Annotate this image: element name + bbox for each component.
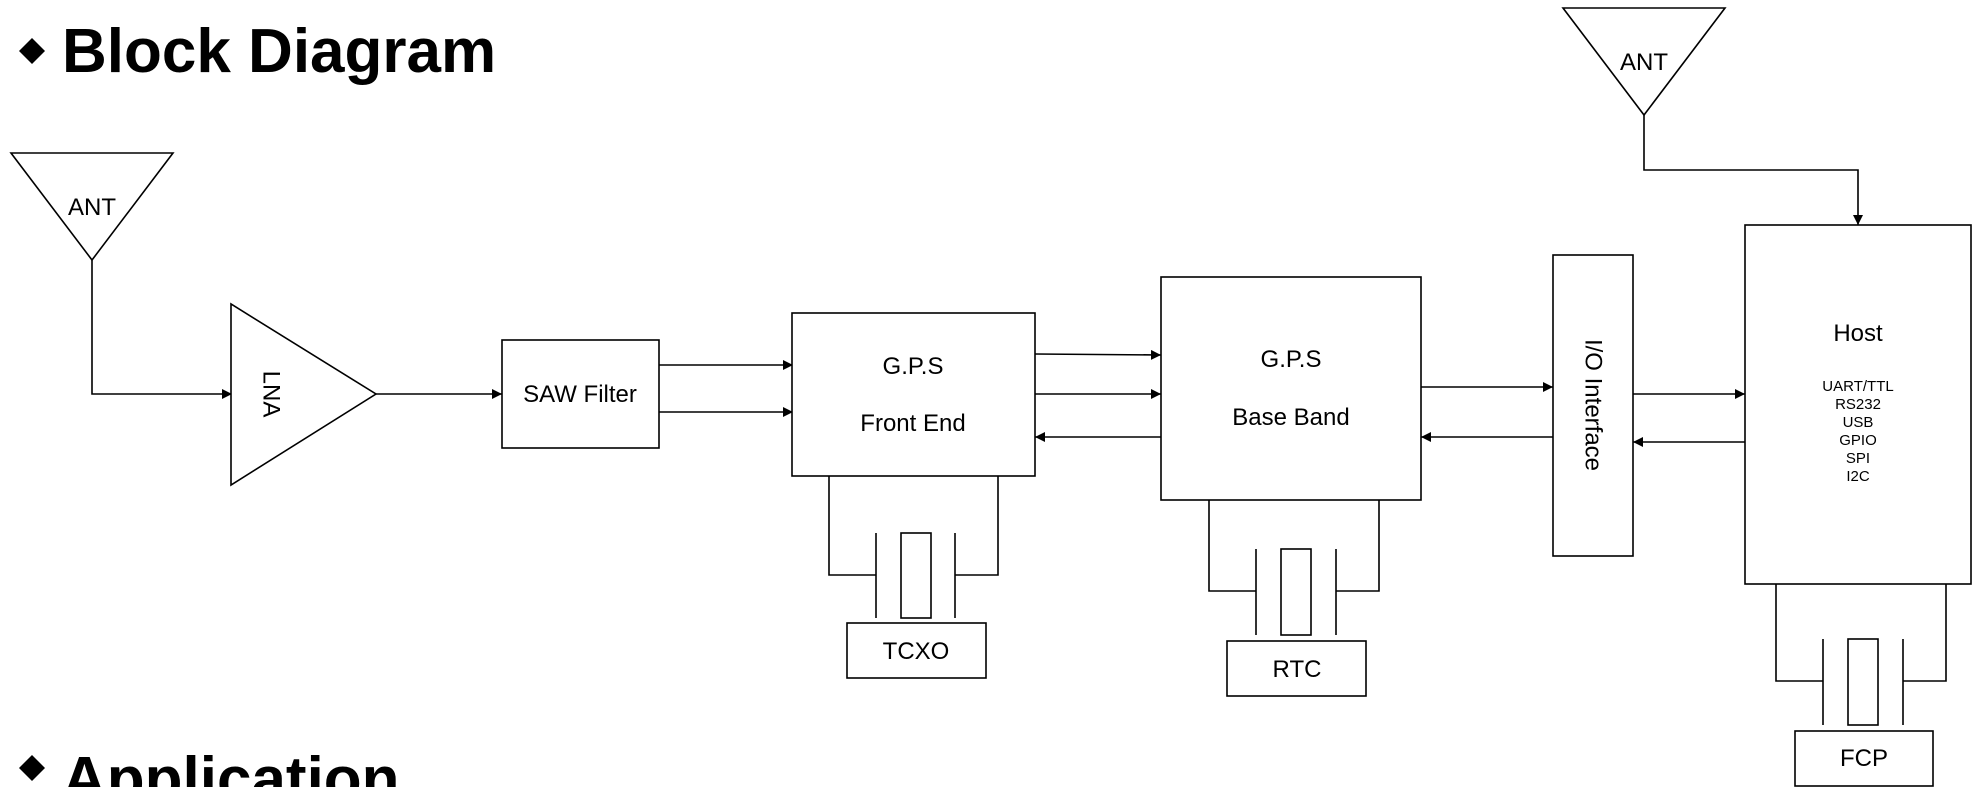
tcxo-label: TCXO bbox=[883, 638, 950, 665]
tcxo-wire-left bbox=[828, 476, 876, 576]
saw-filter-block: SAW Filter bbox=[501, 339, 660, 449]
host-block: Host UART/TTL RS232 USB GPIO SPI I2C bbox=[1744, 224, 1972, 585]
gps-base-band-box bbox=[1160, 276, 1422, 501]
application-heading: Application bbox=[19, 745, 400, 787]
host-box bbox=[1744, 224, 1972, 585]
antenna-left: ANT bbox=[9, 152, 175, 262]
host-interface-list: UART/TTL RS232 USB GPIO SPI I2C bbox=[1822, 378, 1893, 485]
antenna-left-icon bbox=[9, 152, 175, 262]
gps-front-end-line2: Front End bbox=[860, 410, 965, 437]
application-title: Application bbox=[62, 745, 400, 787]
saw-filter-box bbox=[501, 339, 660, 449]
gps-front-end-block: G.P.S Front End bbox=[791, 312, 1036, 477]
crystal-icon bbox=[900, 532, 932, 619]
crystal-icon bbox=[1280, 548, 1312, 636]
wire-ant-to-host bbox=[1643, 115, 1863, 225]
fcp-box bbox=[1794, 730, 1934, 787]
tcxo-wire-right bbox=[955, 476, 999, 576]
io-interface-label: I/O Interface bbox=[1580, 339, 1607, 471]
host-interface-item: USB bbox=[1843, 414, 1874, 431]
rtc-wire-right bbox=[1336, 500, 1380, 592]
rtc-box bbox=[1226, 640, 1367, 697]
tcxo-crystal: TCXO bbox=[828, 476, 999, 679]
saw-filter-label: SAW Filter bbox=[523, 381, 637, 408]
crystal-icon bbox=[1847, 638, 1879, 726]
rtc-wire-left bbox=[1208, 500, 1256, 592]
host-interface-item: SPI bbox=[1846, 450, 1870, 467]
wire-ant-to-lna bbox=[91, 260, 232, 399]
fcp-crystal: FCP bbox=[1775, 584, 1947, 787]
tcxo-box bbox=[846, 622, 987, 679]
bullet-diamond-icon bbox=[19, 38, 45, 64]
host-interface-item: RS232 bbox=[1835, 396, 1881, 413]
amplifier-triangle-icon bbox=[230, 302, 378, 487]
lna-amplifier: LNA bbox=[230, 302, 378, 487]
gps-base-band-line2: Base Band bbox=[1232, 404, 1349, 431]
fcp-wire-left bbox=[1775, 584, 1823, 682]
io-interface-block: I/O Interface bbox=[1552, 254, 1634, 557]
gps-base-band-block: G.P.S Base Band bbox=[1160, 276, 1422, 501]
antenna-right: ANT bbox=[1561, 7, 1727, 117]
block-diagram-heading: Block Diagram bbox=[19, 17, 496, 86]
bullet-diamond-icon bbox=[19, 755, 45, 781]
rtc-label: RTC bbox=[1273, 656, 1322, 683]
gps-front-end-line1: G.P.S bbox=[883, 353, 944, 380]
fcp-label: FCP bbox=[1840, 745, 1888, 772]
host-interface-item: GPIO bbox=[1839, 432, 1877, 449]
block-diagram-title: Block Diagram bbox=[62, 17, 496, 86]
wire-frontend-to-baseband-1 bbox=[1034, 349, 1162, 360]
antenna-right-icon bbox=[1561, 7, 1727, 117]
host-interface-item: I2C bbox=[1846, 468, 1870, 485]
antenna-left-label: ANT bbox=[68, 194, 116, 221]
gps-base-band-line1: G.P.S bbox=[1261, 346, 1322, 373]
host-title: Host bbox=[1833, 320, 1883, 347]
rtc-crystal: RTC bbox=[1208, 500, 1380, 697]
gps-front-end-box bbox=[791, 312, 1036, 477]
io-interface-box bbox=[1552, 254, 1634, 557]
fcp-wire-right bbox=[1903, 584, 1947, 682]
host-interface-item: UART/TTL bbox=[1822, 378, 1893, 395]
lna-label: LNA bbox=[258, 371, 285, 418]
antenna-right-label: ANT bbox=[1620, 49, 1668, 76]
